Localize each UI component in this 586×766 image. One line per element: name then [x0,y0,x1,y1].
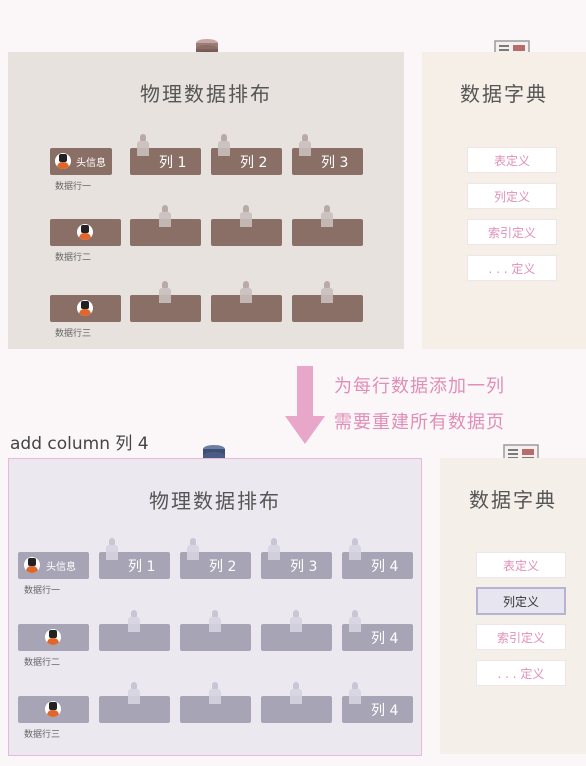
panel-title: 物理数据排布 [149,489,281,513]
dict-item-table: 表定义 [476,552,566,578]
column-label: 列 1 [159,154,187,171]
person-placeholder-icon [298,134,312,156]
person-placeholder-icon [289,682,303,704]
user-avatar-icon [45,629,61,645]
row-header-cell [18,624,89,651]
column-cell [99,610,170,651]
row-header-cell: 头信息 [50,148,112,175]
column-label: 列 2 [209,558,237,575]
user-avatar-icon [55,153,71,169]
caption: add column 列 4 [10,434,149,454]
column-label: 列 1 [128,558,156,575]
user-avatar-icon [24,557,40,573]
row-label: 数据行三 [24,730,61,740]
column-cell [292,205,363,246]
physical-layout-panel-bottom: 物理数据排布 头信息 数据行一 列 1 列 2 列 3 列 4 数据行二 列 4 [8,458,422,756]
row-label: 数据行三 [55,329,92,339]
column-cell: 列 2 [211,134,282,175]
dict-item-column-highlighted: 列定义 [476,587,566,615]
new-column-cell: 列 4 [342,610,413,651]
column-cell: 列 3 [292,134,363,175]
dictionary-title: 数据字典 [460,82,548,106]
column-cell [130,281,201,322]
dict-item-index: 索引定义 [476,624,566,650]
column-cell [292,281,363,322]
panel-title: 物理数据排布 [140,82,272,106]
column-cell: 列 3 [261,538,332,579]
dict-item-table: 表定义 [467,147,557,173]
column-cell [130,205,201,246]
person-placeholder-icon [158,205,172,227]
column-label: 列 4 [371,702,399,719]
person-placeholder-icon [186,538,200,560]
column-cell [180,682,251,723]
row-header-cell [50,219,121,246]
arrow-annotation-line2: 需要重建所有数据页 [334,412,505,433]
column-cell [261,610,332,651]
person-placeholder-icon [348,610,362,632]
row-header-cell: 头信息 [18,552,89,579]
row-label: 数据行二 [24,658,61,668]
person-placeholder-icon [348,538,362,560]
header-cell-label: 头信息 [76,158,106,169]
column-label: 列 3 [290,558,318,575]
person-placeholder-icon [208,682,222,704]
data-dictionary-panel-top: 数据字典 表定义 列定义 索引定义 . . . 定义 [422,52,586,349]
data-dictionary-panel-bottom: 数据字典 表定义 列定义 索引定义 . . . 定义 [440,458,586,754]
column-label: 列 3 [321,154,349,171]
dict-item-other: . . . 定义 [476,660,566,686]
person-placeholder-icon [289,610,303,632]
column-cell [211,205,282,246]
person-placeholder-icon [267,538,281,560]
column-cell: 列 2 [180,538,251,579]
column-cell: 列 1 [130,134,201,175]
row-label: 数据行一 [55,182,92,192]
arrow-annotation-line1: 为每行数据添加一列 [334,376,505,397]
row-label: 数据行二 [55,253,92,263]
person-placeholder-icon [208,610,222,632]
person-placeholder-icon [320,281,334,303]
column-cell: 列 1 [99,538,170,579]
column-label: 列 4 [371,558,399,575]
person-placeholder-icon [217,134,231,156]
physical-layout-panel-top: 物理数据排布 头信息 数据行一 列 1 列 2 列 3 数据行二 数据行三 [8,52,404,349]
dictionary-title: 数据字典 [469,488,557,512]
row-label: 数据行一 [24,586,61,596]
person-placeholder-icon [127,610,141,632]
row-header-cell [18,696,89,723]
person-placeholder-icon [239,205,253,227]
down-arrow-icon [285,366,325,444]
person-placeholder-icon [127,682,141,704]
column-cell [211,281,282,322]
column-cell [99,682,170,723]
column-cell [261,682,332,723]
person-placeholder-icon [105,538,119,560]
person-placeholder-icon [348,682,362,704]
dict-item-index: 索引定义 [467,219,557,245]
user-avatar-icon [77,300,93,316]
user-avatar-icon [77,224,93,240]
person-placeholder-icon [320,205,334,227]
dict-item-other: . . . 定义 [467,255,557,281]
new-column-cell: 列 4 [342,682,413,723]
column-label: 列 4 [371,630,399,647]
new-column-cell: 列 4 [342,538,413,579]
person-placeholder-icon [158,281,172,303]
row-header-cell [50,295,121,322]
dict-item-column: 列定义 [467,183,557,209]
header-cell-label: 头信息 [46,562,76,573]
person-placeholder-icon [239,281,253,303]
user-avatar-icon [45,701,61,717]
column-cell [180,610,251,651]
column-label: 列 2 [240,154,268,171]
person-placeholder-icon [136,134,150,156]
